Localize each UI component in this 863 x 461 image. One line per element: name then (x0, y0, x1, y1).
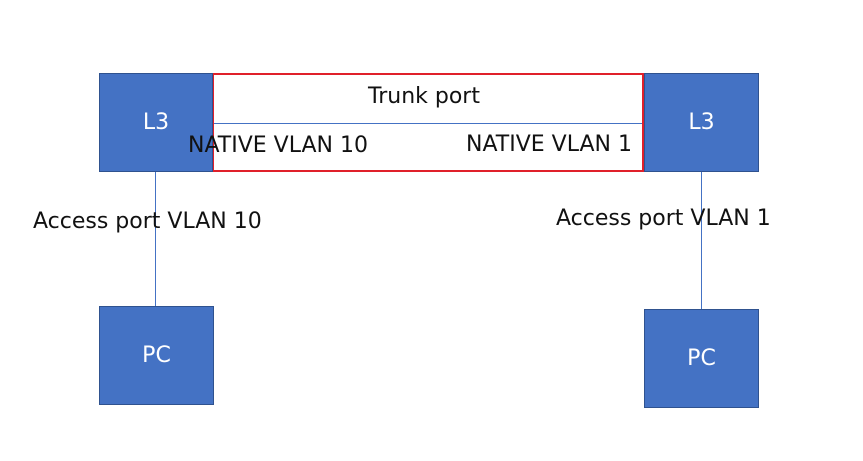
native-vlan-right-label: NATIVE VLAN 1 (466, 132, 632, 157)
right-access-link (701, 172, 702, 309)
right-l3-label: L3 (688, 110, 715, 135)
trunk-link (213, 123, 644, 124)
left-pc-label: PC (142, 343, 171, 368)
left-l3-switch: L3 (99, 73, 213, 172)
right-pc: PC (644, 309, 759, 408)
access-port-left-label: Access port VLAN 10 (33, 209, 262, 234)
left-l3-label: L3 (142, 110, 170, 135)
left-pc: PC (99, 306, 214, 405)
access-port-right-label: Access port VLAN 1 (556, 206, 771, 231)
left-access-link (155, 172, 156, 306)
right-l3-switch: L3 (644, 73, 759, 172)
trunk-port-highlight (212, 73, 644, 172)
trunk-port-label: Trunk port (368, 84, 480, 109)
right-pc-label: PC (687, 346, 716, 371)
native-vlan-left-label: NATIVE VLAN 10 (188, 133, 368, 158)
